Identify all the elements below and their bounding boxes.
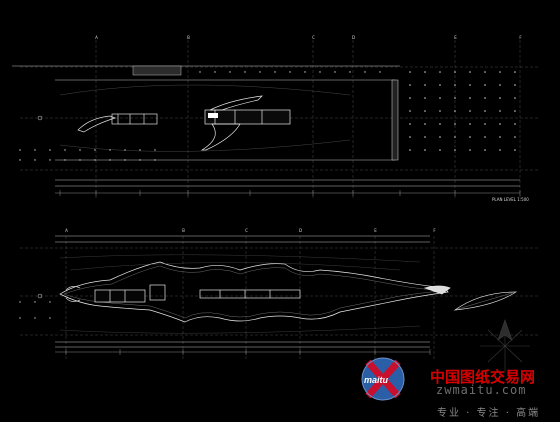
watermark-url: zwmaitu.com bbox=[436, 383, 527, 397]
lower-dimension-line bbox=[55, 349, 431, 355]
grid-label-top: F bbox=[519, 35, 522, 40]
grid-label-lower: D bbox=[298, 228, 303, 233]
plan-scale-note: PLAN LEVEL 1:500 bbox=[492, 197, 529, 202]
leaf-element bbox=[453, 291, 518, 311]
grid-label-lower: E bbox=[374, 228, 377, 233]
grid-label-lower: F bbox=[433, 228, 436, 233]
upper-frame bbox=[12, 65, 520, 187]
roof-strip bbox=[132, 65, 182, 76]
grid-label-top: C bbox=[312, 35, 315, 40]
logo-wordmark: maitu bbox=[364, 375, 389, 385]
upper-building-main bbox=[200, 95, 291, 151]
grid-label-lower: B bbox=[182, 228, 185, 233]
watermark-slogan: 专业 · 专注 · 高端 bbox=[437, 408, 541, 419]
upper-dot-field bbox=[19, 71, 516, 161]
grid-label-lower: C bbox=[245, 228, 248, 233]
grid-label-lower: A bbox=[65, 228, 68, 233]
watermark-title: 中国图纸交易网 bbox=[430, 368, 536, 386]
grid-label-top: D bbox=[351, 35, 356, 40]
maitu-logo bbox=[361, 357, 405, 401]
grid-label-top: A bbox=[95, 35, 98, 40]
grid-label-top: E bbox=[454, 35, 457, 40]
lower-frame bbox=[55, 235, 430, 348]
lower-building-main bbox=[59, 261, 451, 323]
upper-dimension-line bbox=[55, 190, 521, 196]
north-arrow bbox=[480, 319, 530, 372]
lower-dot-field bbox=[19, 301, 51, 319]
upper-building-left bbox=[77, 113, 158, 133]
grid-label-top: B bbox=[187, 35, 190, 40]
section-markers bbox=[37, 115, 43, 299]
